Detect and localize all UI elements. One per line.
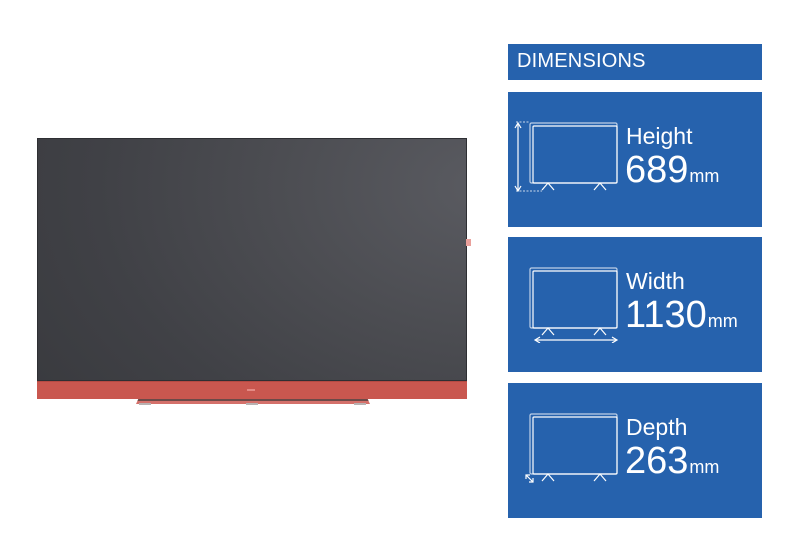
- tv-screen: [37, 138, 467, 381]
- width-panel: Width 1130mm: [508, 237, 762, 372]
- dimensions-title: DIMENSIONS: [517, 50, 646, 72]
- tv-height-icon: [514, 121, 618, 193]
- tv-stand: [136, 399, 370, 404]
- depth-value: 263mm: [625, 440, 720, 482]
- depth-panel: Depth 263mm: [508, 383, 762, 518]
- tv-stand-foot: [246, 403, 258, 405]
- tv-product-image: [37, 138, 471, 405]
- tv-soundbar: [37, 381, 467, 399]
- width-label: Width: [626, 268, 685, 294]
- height-label: Height: [626, 123, 693, 149]
- height-value: 689mm: [625, 149, 720, 191]
- dimensions-header: DIMENSIONS: [508, 44, 762, 80]
- tv-width-icon: [529, 267, 619, 343]
- tv-stand-foot: [354, 403, 366, 405]
- tv-depth-icon: [525, 413, 618, 483]
- tv-side-button: [466, 239, 471, 246]
- tv-stand-foot: [139, 403, 151, 405]
- tv-logo: [247, 389, 255, 391]
- depth-label: Depth: [626, 414, 688, 440]
- width-value: 1130mm: [625, 294, 738, 336]
- height-panel: Height 689mm: [508, 92, 762, 227]
